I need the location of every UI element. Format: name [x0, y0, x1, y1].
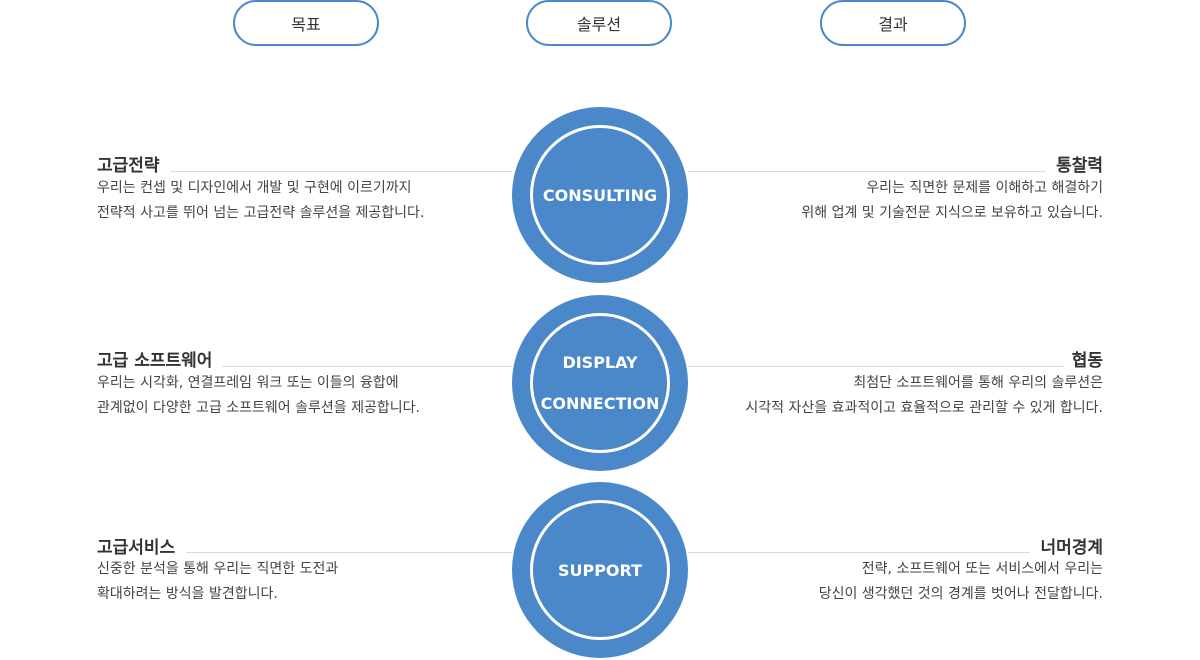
left-desc-1-line-2: 전략적 사고를 뛰어 넘는 고급전략 솔루션을 제공합니다. — [97, 205, 425, 221]
circle-consulting-label: CONSULTING — [542, 185, 658, 205]
circle-consulting: CONSULTING — [512, 107, 688, 283]
divider-right-3 — [688, 552, 1030, 553]
circle-display-connection-inner: DISPLAY CONNECTION — [530, 313, 670, 453]
divider-left-1 — [170, 171, 512, 172]
right-desc-2-line-2: 시각적 자산을 효과적이고 효율적으로 관리할 수 있게 합니다. — [745, 400, 1103, 416]
circle-support-label: SUPPORT — [557, 560, 643, 580]
divider-right-1 — [688, 171, 1046, 172]
right-desc-1-line-2: 위해 업계 및 기술전문 지식으로 보유하고 있습니다. — [801, 205, 1103, 221]
left-desc-2: 우리는 시각화, 연결프레임 워크 또는 이들의 융합에 관계없이 다양한 고급… — [97, 371, 420, 421]
right-desc-3-line-1: 전략, 소프트웨어 또는 서비스에서 우리는 — [861, 561, 1103, 577]
left-desc-1-line-1: 우리는 컨셉 및 디자인에서 개발 및 구현에 이르기까지 — [97, 180, 412, 196]
right-desc-3-line-2: 당신이 생각했던 것의 경계를 벗어나 전달합니다. — [818, 586, 1103, 602]
left-title-1: 고급전략 — [97, 151, 168, 176]
right-desc-2-line-1: 최첨단 소프트웨어를 통해 우리의 솔루션은 — [853, 375, 1103, 391]
divider-left-2 — [222, 366, 512, 367]
left-desc-1: 우리는 컨셉 및 디자인에서 개발 및 구현에 이르기까지 전략적 사고를 뛰어… — [97, 176, 424, 226]
tab-goal[interactable]: 목표 — [233, 0, 379, 46]
circle-connection-label: CONNECTION — [540, 394, 660, 413]
left-desc-2-line-1: 우리는 시각화, 연결프레임 워크 또는 이들의 융합에 — [97, 375, 399, 391]
left-title-3: 고급서비스 — [97, 533, 184, 558]
left-desc-2-line-2: 관계없이 다양한 고급 소프트웨어 솔루션을 제공합니다. — [97, 400, 420, 416]
right-desc-1: 우리는 직면한 문제를 이해하고 해결하기 위해 업계 및 기술전문 지식으로 … — [801, 176, 1103, 226]
divider-right-2 — [688, 366, 1070, 367]
right-title-3: 너머경계 — [1032, 533, 1103, 558]
right-desc-2: 최첨단 소프트웨어를 통해 우리의 솔루션은 시각적 자산을 효과적이고 효율적… — [745, 371, 1103, 421]
left-desc-3-line-1: 신중한 분석을 통해 우리는 직면한 도전과 — [97, 561, 339, 577]
right-title-2: 협동 — [1063, 346, 1103, 371]
left-desc-3-line-2: 확대하려는 방식을 발견합니다. — [97, 586, 278, 602]
circle-display-connection: DISPLAY CONNECTION — [512, 295, 688, 471]
circle-support-inner: SUPPORT — [530, 500, 670, 640]
right-desc-1-line-1: 우리는 직면한 문제를 이해하고 해결하기 — [866, 180, 1103, 196]
tab-result[interactable]: 결과 — [820, 0, 966, 46]
circle-display-label: DISPLAY — [562, 353, 638, 372]
left-title-2: 고급 소프트웨어 — [97, 346, 221, 371]
right-title-1: 통찰력 — [1048, 151, 1103, 176]
circle-support: SUPPORT — [512, 482, 688, 658]
left-desc-3: 신중한 분석을 통해 우리는 직면한 도전과 확대하려는 방식을 발견합니다. — [97, 557, 338, 607]
tab-solution[interactable]: 솔루션 — [526, 0, 672, 46]
divider-left-3 — [186, 552, 512, 553]
circle-consulting-inner: CONSULTING — [530, 125, 670, 265]
right-desc-3: 전략, 소프트웨어 또는 서비스에서 우리는 당신이 생각했던 것의 경계를 벗… — [819, 557, 1103, 607]
